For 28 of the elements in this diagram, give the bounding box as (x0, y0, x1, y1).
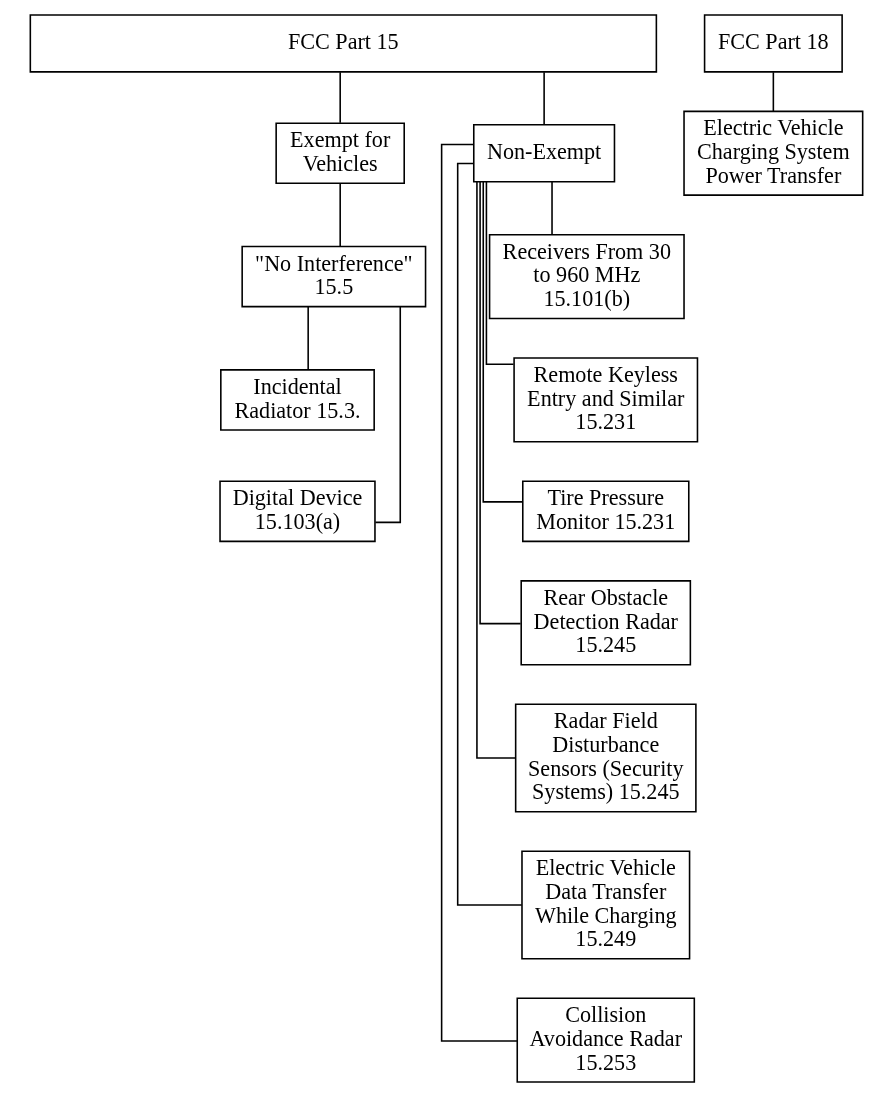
connector (440, 143, 518, 1042)
connector (543, 71, 545, 125)
node-box: Collision Avoidance Radar 15.253 (516, 997, 696, 1083)
connector (482, 181, 524, 503)
node-box: Electric Vehicle Charging System Power Transfer (683, 110, 864, 196)
connector (307, 306, 309, 371)
connector (551, 181, 553, 236)
node-box: FCC Part 15 (29, 14, 658, 73)
connector (476, 181, 517, 759)
connector (339, 71, 341, 124)
node-box: Non-Exempt (472, 124, 616, 183)
connector (485, 180, 515, 366)
connector (772, 71, 775, 113)
node-box: Receivers From 30 to 960 MHz 15.101(b) (488, 233, 685, 320)
node-box: Incidental Radiator 15.3. (220, 369, 375, 431)
connector (339, 182, 341, 248)
node-box: Tire Pressure Monitor 15.231 (522, 480, 690, 543)
node-box: Exempt for Vehicles (275, 122, 405, 185)
node-box: Rear Obstacle Detection Radar 15.245 (520, 580, 692, 666)
connector (479, 181, 522, 625)
connector (456, 162, 523, 906)
node-box: Digital Device 15.103(a) (219, 480, 376, 543)
node-box: "No Interference" 15.5 (241, 245, 427, 308)
node-box: Electric Vehicle Data Transfer While Charging 15.249 (521, 850, 691, 960)
node-box: FCC Part 18 (703, 14, 843, 73)
node-box: Remote Keyless Entry and Similar 15.231 (513, 357, 699, 443)
connector (374, 305, 402, 524)
node-box: Radar Field Disturbance Sensors (Security Systems) 15.245 (514, 703, 697, 813)
